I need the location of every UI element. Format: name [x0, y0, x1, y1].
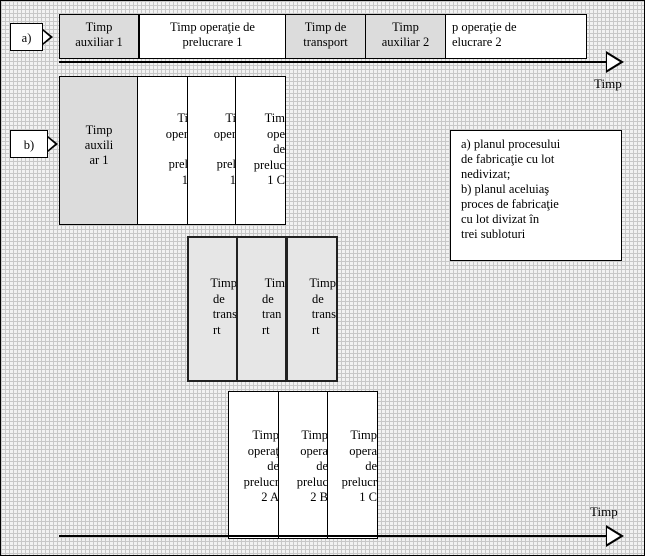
legend-box: a) planul procesului de fabricaţie cu lo…: [450, 130, 622, 261]
row-b-transport-s2-line3: tran: [262, 307, 282, 321]
row-b-transport-s2-line2: de: [262, 291, 274, 306]
row-b-op2-s3-line5: 1 C: [359, 490, 377, 504]
row-b-transport-s3-line2: de: [312, 291, 324, 306]
row-b-aux1-line3: ar 1: [89, 153, 109, 167]
row-b-op2-s1-line5: 2 A: [261, 490, 279, 504]
row-b-transport-s2-line4: rt: [262, 322, 270, 337]
row-b-op2-sublot-3: Timp opera de prelucr 1 C: [327, 391, 378, 539]
row-b-op2-sublot-1: Timp operaţ de prelucr 2 A: [228, 391, 280, 539]
row-b-op2-s1-line1: Timp: [252, 428, 279, 442]
row-a-op1-line1: Timp operaţie de: [170, 20, 255, 34]
label-b: b): [23, 138, 35, 152]
row-b-op2-s3-line4: prelucr: [341, 474, 377, 489]
row-b-transport-s3-line1: Timp: [309, 276, 336, 290]
row-b-op1-s2-line5: 1: [229, 172, 236, 187]
row-b-transport-s1-line3: trans: [212, 307, 237, 321]
row-a-aux1-line2: auxiliar 1: [75, 35, 123, 49]
row-b-op1-s3-line5: 1 C: [267, 173, 285, 187]
legend-line-4: b) planul aceluiaş: [461, 182, 550, 196]
label-a-pointer-fill: [43, 31, 50, 43]
row-a-transport-box: Timp de transport: [285, 14, 366, 59]
row-a-op2-line2: elucrare 2: [452, 35, 502, 49]
row-b-op1-s3-line4: preluc: [253, 157, 285, 172]
row-a-transport-line1: Timp de: [304, 20, 347, 34]
row-b-op2-s3-line3: de: [365, 459, 377, 473]
row-b-transport-s3-line3: trans: [311, 307, 336, 321]
legend-line-1: a) planul procesului: [461, 137, 561, 151]
label-a-callout: a): [10, 23, 43, 51]
label-a: a): [21, 31, 32, 45]
row-b-op2-s1-line3: de: [267, 459, 279, 473]
row-b-aux1-line1: Timp: [85, 123, 113, 137]
label-b-callout: b): [10, 130, 48, 158]
row-b-op1-s2-line1: Ti: [225, 111, 236, 125]
row-b-op1-sublot-3: Tim ope de preluc 1 C: [235, 76, 286, 225]
row-b-op1-s1-line3: [138, 142, 188, 157]
row-a-op2-line1: p operaţie de: [452, 20, 517, 34]
time-axis-top-arrowhead-fill: [607, 54, 620, 70]
row-b-op1-s2-line2: oper: [213, 126, 236, 141]
row-b-transport-sublot-3: Timp de trans rt: [286, 236, 338, 382]
row-b-aux1-line2: auxili: [84, 138, 114, 152]
row-b-op1-sublot-1: Ti oper prel 1: [137, 76, 189, 225]
row-b-transport-s1-line4: rt: [213, 322, 221, 337]
row-b-op1-s1-line5: 1: [181, 172, 188, 187]
legend-line-3: nedivizat;: [461, 167, 511, 181]
row-b-op2-s2-line2: opera: [300, 443, 328, 458]
legend-line-2: de fabricaţie cu lot: [461, 152, 555, 166]
row-b-op1-s1-line1: Ti: [177, 111, 188, 125]
row-a-aux2-line2: auxiliar 2: [381, 35, 430, 49]
legend-line-7: trei subloturi: [461, 227, 526, 241]
row-a-aux1-box: Timp auxiliar 1: [59, 14, 139, 59]
row-b-op2-s1-line4: prelucr: [243, 474, 279, 489]
row-b-transport-s1-line2: de: [213, 291, 225, 306]
label-b-pointer-fill: [48, 138, 55, 150]
time-axis-bottom-label: Timp: [590, 504, 618, 519]
row-b-op2-s2-line5: 2 B: [310, 490, 328, 504]
row-b-op1-s3-line2: ope: [266, 126, 285, 141]
row-b-op1-s2-line4: prel: [216, 157, 236, 171]
row-b-op2-s3-line1: Timp: [350, 428, 377, 442]
row-b-op1-s1-line4: prel: [168, 157, 188, 171]
row-a-aux2-line1: Timp: [392, 20, 419, 34]
row-b-op2-sublot-2: Timp opera de preluc 2 B: [278, 391, 329, 539]
row-b-op1-s3-line3: de: [273, 142, 285, 156]
row-a-op2-box: p operaţie de elucrare 2: [445, 14, 587, 59]
row-b-op1-s3-line1: Tim: [264, 111, 285, 125]
legend-line-6: cu lot divizat în: [461, 212, 540, 226]
row-b-transport-sublot-1: Timp de trans rt: [187, 236, 239, 382]
row-b-transport-s1-line1: Timp: [210, 276, 237, 290]
row-a-transport-line2: transport: [303, 35, 348, 49]
row-b-op2-s2-line3: de: [316, 459, 328, 473]
row-a-aux2-box: Timp auxiliar 2: [365, 14, 446, 59]
row-b-transport-sublot-2: Tim de tran rt: [236, 236, 287, 382]
legend-line-5: proces de fabricaţie: [461, 197, 559, 211]
row-b-aux1-box: Timp auxili ar 1: [59, 76, 139, 225]
row-b-op2-s2-line1: Timp: [301, 428, 328, 442]
row-b-op2-s2-line4: preluc: [296, 474, 328, 489]
row-b-op1-s1-line2: oper: [165, 126, 188, 141]
row-b-op2-s3-line2: opera: [349, 443, 377, 458]
row-b-transport-s2-line1: Tim: [264, 276, 285, 290]
row-b-transport-s3-line4: rt: [312, 322, 320, 337]
time-axis-top: [59, 61, 611, 63]
time-axis-bottom-arrowhead-fill: [607, 528, 620, 544]
row-b-op1-sublot-2: Ti oper prel 1: [187, 76, 237, 225]
time-axis-bottom: [59, 535, 611, 537]
row-b-op2-s1-line2: operaţ: [247, 443, 279, 458]
row-a-op1-line2: prelucrare 1: [182, 35, 243, 49]
row-a-aux1-line1: Timp: [85, 20, 113, 34]
row-a-op1-box: Timp operaţie de prelucrare 1: [139, 14, 286, 59]
row-b-op1-s2-line3: [188, 142, 236, 157]
time-axis-top-label: Timp: [594, 76, 622, 91]
